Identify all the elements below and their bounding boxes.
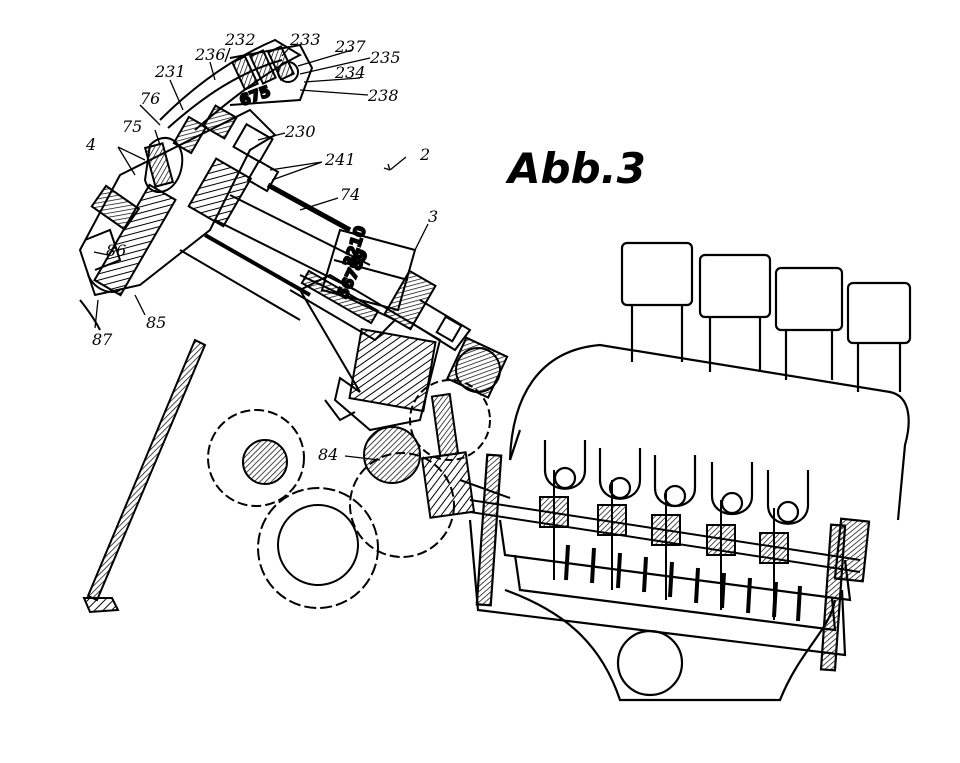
- top-number-wheels: 675: [230, 45, 299, 111]
- number-drum: 3210 56789: [320, 223, 472, 352]
- linkage-rod: [82, 338, 207, 614]
- ref-85: 85: [146, 313, 166, 332]
- engine-block: [468, 241, 912, 702]
- pinion: [420, 451, 476, 519]
- counter-housing: 675: [78, 38, 314, 331]
- rack-bars: [564, 544, 802, 622]
- ref-86: 86: [106, 241, 126, 260]
- ref-232: 232: [224, 30, 256, 49]
- crank-gear: [207, 409, 305, 507]
- valve-cups: [543, 440, 810, 525]
- reference-numerals: 2 3 4 74 75 76 84 85 86 87 230 231 232 2…: [85, 30, 438, 464]
- figure-title: Abb.3: [505, 144, 646, 193]
- ref-4: 4: [85, 135, 96, 154]
- control-rod: [469, 499, 861, 561]
- ref-2: 2: [419, 145, 430, 164]
- ref-74: 74: [340, 185, 360, 204]
- leader-lines: [93, 46, 429, 461]
- ref-236: 236: [194, 45, 226, 64]
- ref-238: 238: [367, 86, 399, 105]
- idler-gear: [257, 487, 379, 609]
- ref-230: 230: [284, 122, 316, 141]
- drum-digits-bottom: 56789: [333, 247, 371, 302]
- ref-235: 235: [369, 48, 401, 67]
- ref-241: 241: [324, 150, 356, 169]
- gear-train: [207, 379, 511, 609]
- drive-shafts: [179, 182, 397, 342]
- ref-87: 87: [92, 330, 113, 349]
- ref-233: 233: [289, 30, 321, 49]
- ref-237: 237: [334, 37, 366, 56]
- ref-76: 76: [140, 89, 160, 108]
- ref-75: 75: [122, 117, 142, 136]
- ref-234: 234: [334, 63, 366, 82]
- bracket-block: [298, 273, 509, 432]
- ref-3: 3: [428, 207, 438, 226]
- cylinder-caps: [620, 241, 912, 392]
- ref-84: 84: [318, 445, 338, 464]
- cylinder-head: [508, 343, 910, 521]
- ref-231: 231: [154, 62, 186, 81]
